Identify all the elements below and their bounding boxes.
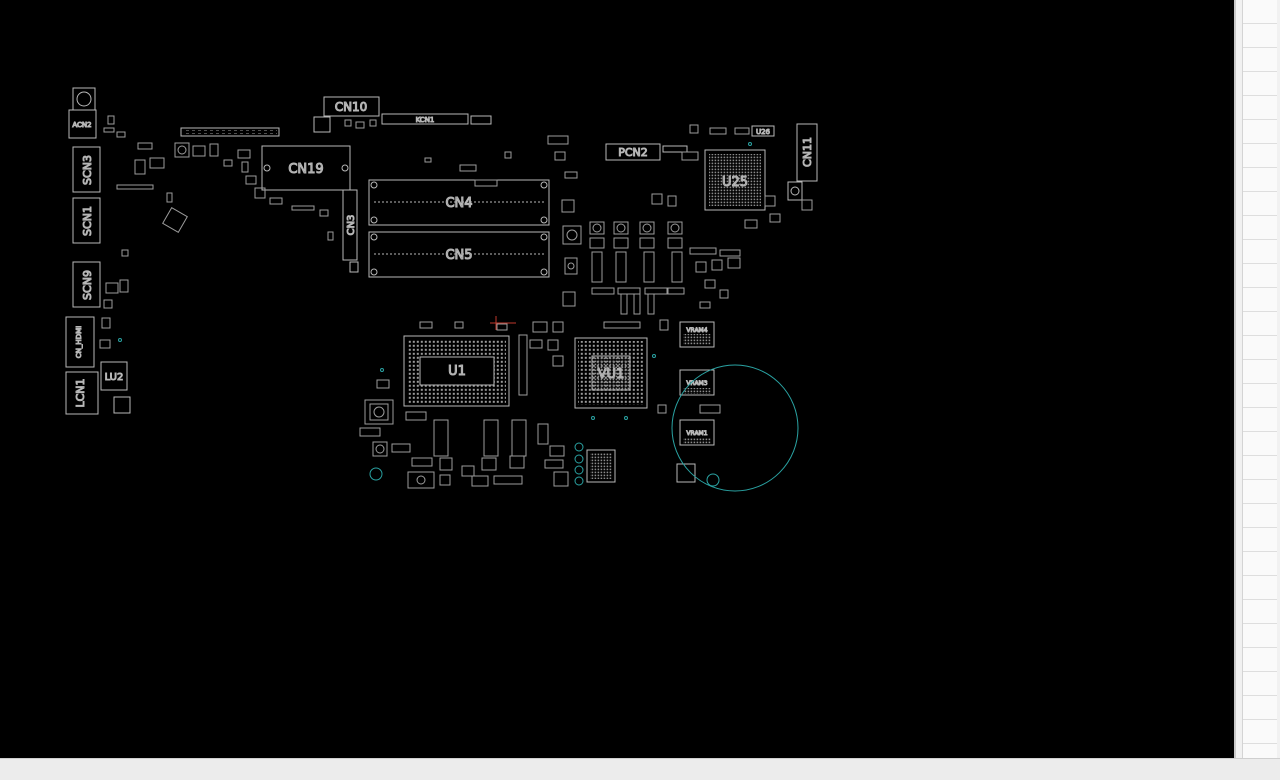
cn10-connector[interactable] (323, 96, 380, 117)
vram1-chip[interactable] (679, 419, 715, 446)
cn4-label: CN4 (445, 196, 472, 211)
side-panel[interactable] (1234, 0, 1280, 758)
cn3-label: CN3 (346, 215, 357, 236)
lu2-chip[interactable] (100, 361, 128, 391)
vram4-chip[interactable] (679, 321, 715, 348)
cn5-label: CN5 (445, 248, 472, 263)
cn11-connector[interactable] (796, 123, 818, 182)
highlight-circle[interactable] (671, 364, 799, 492)
u1-chip[interactable] (403, 335, 510, 407)
scn1-connector[interactable] (72, 197, 101, 244)
pcn2-connector[interactable] (605, 143, 661, 161)
scn9-connector[interactable] (72, 261, 101, 308)
status-bar (0, 758, 1280, 780)
scn9-label: SCN9 (81, 270, 94, 300)
cn-hdmi-label: CN_HDMI (75, 326, 83, 358)
vram3-chip[interactable] (679, 369, 715, 396)
highlight-markers (118, 142, 799, 492)
kcn1-label: KCN1 (416, 116, 435, 124)
cn4-slot[interactable] (368, 179, 550, 226)
lcn1-connector[interactable] (65, 371, 99, 415)
cn19-connector[interactable] (261, 145, 351, 191)
cn10-label: CN10 (335, 100, 368, 114)
cn-hdmi-connector[interactable] (65, 316, 95, 368)
vu1-chip[interactable] (574, 337, 648, 409)
u1-label: U1 (448, 364, 466, 379)
acn2-label: ACN2 (72, 121, 91, 129)
u26-chip[interactable] (751, 125, 775, 137)
u25-label: U25 (722, 175, 748, 190)
kcn1-connector[interactable] (381, 113, 469, 125)
vram4-label: VRAM4 (686, 327, 707, 334)
scn1-label: SCN1 (81, 206, 94, 236)
cn3-connector[interactable] (342, 189, 359, 273)
cn19-label: CN19 (288, 162, 323, 177)
scn3-connector[interactable] (72, 146, 101, 193)
cn11-label: CN11 (801, 137, 814, 167)
scn3-label: SCN3 (81, 155, 94, 185)
vram3-label: VRAM3 (686, 380, 707, 387)
u26-label: U26 (756, 128, 771, 136)
lu2-label: LU2 (105, 372, 124, 383)
acn2-connector[interactable] (68, 87, 97, 139)
cn5-slot[interactable] (368, 231, 550, 278)
lcn1-label: LCN1 (74, 378, 87, 407)
small-components (99, 115, 813, 489)
u25-chip[interactable] (704, 149, 766, 211)
vram1-label: VRAM1 (686, 430, 707, 437)
board-canvas[interactable]: ACN2 SCN3 SCN1 SCN9 CN_HDMI LCN1 LU2 (0, 0, 1234, 758)
side-panel-list[interactable] (1242, 0, 1277, 758)
pcn2-label: PCN2 (618, 146, 648, 159)
vu1-label: VU1 (598, 367, 625, 382)
